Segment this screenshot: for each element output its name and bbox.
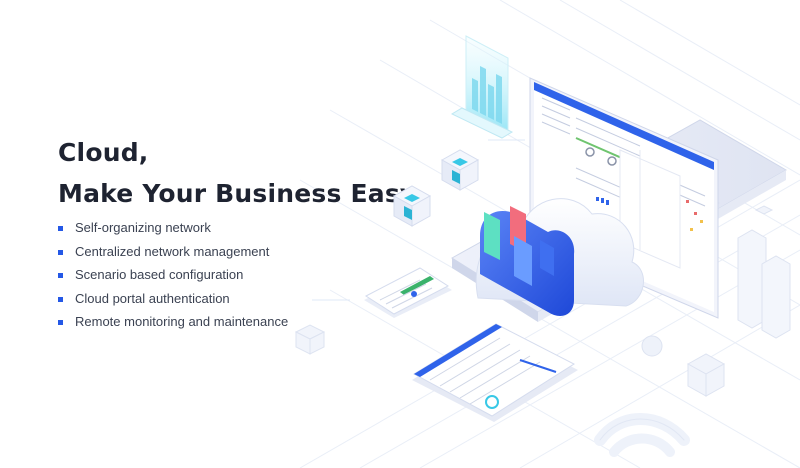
cube-icon xyxy=(440,149,480,191)
cube-icon xyxy=(392,185,432,227)
square-bullet-icon xyxy=(58,273,63,278)
cloud-icon xyxy=(475,198,644,316)
square-bullet-icon xyxy=(58,249,63,255)
laptop-illustration xyxy=(451,77,788,322)
feature-label: Self-organizing network xyxy=(75,220,211,235)
square-bullet-icon xyxy=(58,296,63,302)
feature-item: Remote monitoring and maintenance xyxy=(58,313,288,337)
phone-illustration xyxy=(364,267,452,318)
bar-chart-hologram xyxy=(450,35,514,139)
feature-item: Scenario based configuration xyxy=(58,266,288,290)
headline: Cloud, Make Your Business Easy xyxy=(58,132,416,214)
square-bullet-icon xyxy=(58,226,63,231)
feature-label: Remote monitoring and maintenance xyxy=(75,314,289,329)
feature-list: Self-organizing network Centralized netw… xyxy=(58,219,288,337)
feature-item: Cloud portal authentication xyxy=(58,290,288,314)
tablet-illustration xyxy=(412,323,578,422)
feature-label: Scenario based configuration xyxy=(75,267,244,282)
headline-line-2: Make Your Business Easy xyxy=(58,179,417,208)
headline-line-1: Cloud, xyxy=(58,138,149,167)
wifi-icon xyxy=(594,413,690,457)
feature-label: Cloud portal authentication xyxy=(75,290,230,306)
square-bullet-icon xyxy=(58,320,63,325)
feature-label: Centralized network management xyxy=(75,243,270,259)
feature-item: Centralized network management xyxy=(58,243,288,267)
feature-item: Self-organizing network xyxy=(58,219,288,243)
